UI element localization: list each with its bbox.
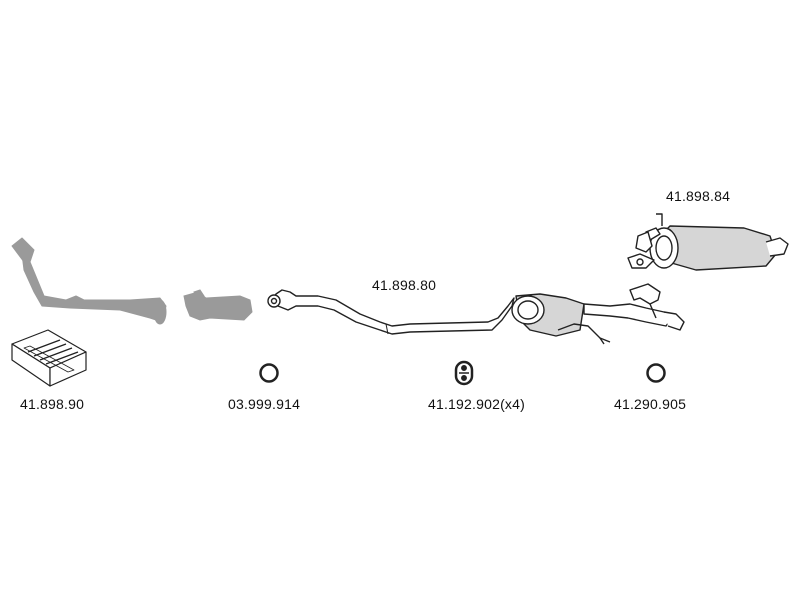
part-number-41-898-84: 41.898.84 xyxy=(666,188,731,204)
rear-silencer xyxy=(627,213,789,271)
part-number-41-898-80: 41.898.80 xyxy=(372,277,437,293)
part-number-03-999-914: 03.999.914 xyxy=(228,396,301,412)
catalytic-converter xyxy=(183,289,253,321)
part-number-41-898-90: 41.898.90 xyxy=(20,396,85,412)
gasket-ring xyxy=(259,363,279,383)
front-downpipe xyxy=(11,237,167,325)
clamp-ring xyxy=(646,363,666,383)
rubber-mount xyxy=(454,360,474,386)
mounting-kit-box xyxy=(11,329,87,387)
centre-silencer xyxy=(511,283,685,345)
part-number-41-290-905: 41.290.905 xyxy=(614,396,687,412)
part-number-41-192-902: 41.192.902(x4) xyxy=(428,396,525,412)
middle-pipe xyxy=(267,289,515,335)
